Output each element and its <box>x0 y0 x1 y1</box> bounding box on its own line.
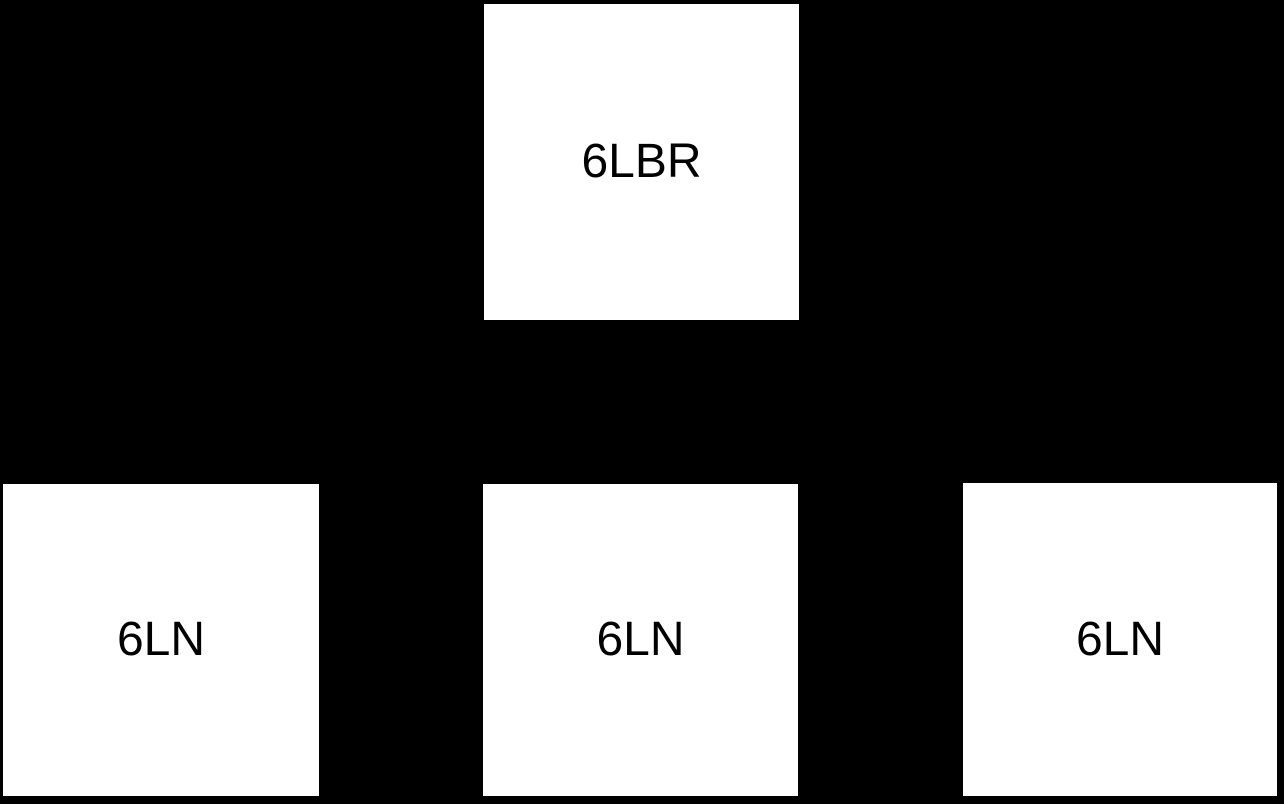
node-6ln-center: 6LN <box>483 484 798 796</box>
node-6ln-right: 6LN <box>963 483 1277 796</box>
node-6ln-center-label: 6LN <box>596 613 685 666</box>
node-border-router: 6LBR <box>484 4 799 320</box>
node-6ln-left-label: 6LN <box>116 613 206 666</box>
node-6ln-left: 6LN <box>3 484 319 796</box>
node-6ln-right-label: 6LN <box>1075 612 1165 666</box>
node-border-router-label: 6LBR <box>581 135 702 188</box>
